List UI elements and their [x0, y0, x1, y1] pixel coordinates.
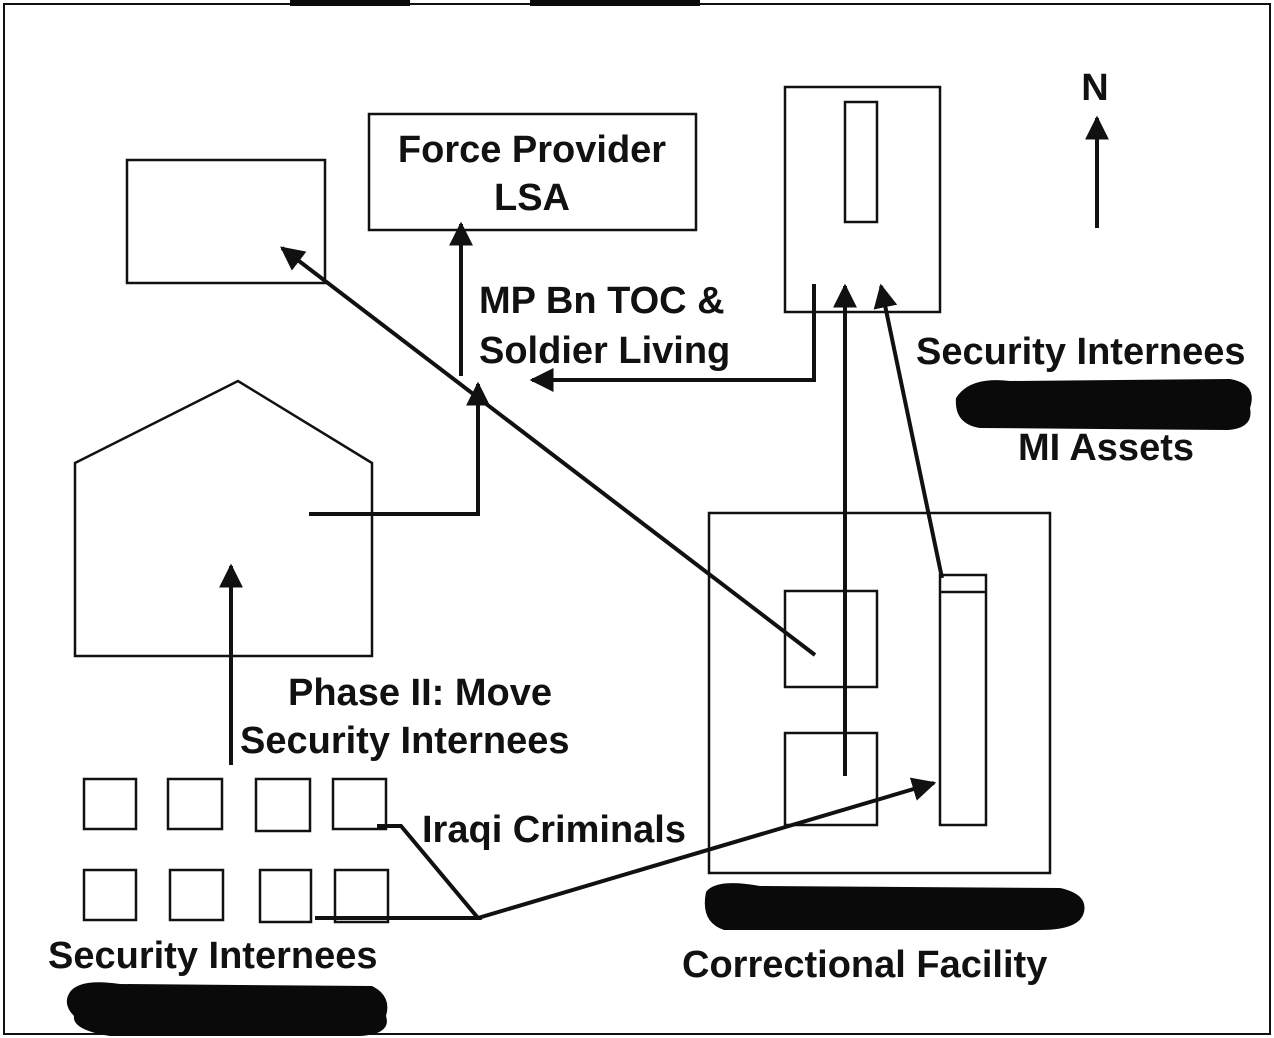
north-label: N: [1081, 67, 1108, 109]
camp-tent: [82, 777, 138, 831]
security-internees-ne-label: Security Internees: [916, 331, 1245, 373]
mi-assets-label: MI Assets: [1018, 427, 1194, 469]
redaction-ne: [955, 379, 1252, 430]
correctional-facility-label: Correctional Facility: [682, 944, 1047, 986]
force-provider-lsa-box: [367, 112, 698, 232]
mp-bn-toc-label: MP Bn TOC &: [479, 280, 725, 322]
camp-tent: [258, 868, 313, 924]
facility-long-building: [938, 573, 988, 827]
facility-cell-block-upper: [783, 589, 879, 689]
camp-tent: [333, 868, 390, 924]
top-redaction-left: [290, 0, 410, 6]
facility-cell-block-lower: [783, 731, 879, 827]
camp-tent: [82, 868, 138, 922]
phase2-label: Phase II: Move: [288, 672, 552, 714]
soldier-living-label: Soldier Living: [479, 330, 730, 372]
route-criminals-to-facility: [477, 777, 937, 920]
iraqi-criminals-label: Iraqi Criminals: [422, 809, 686, 851]
route-house-to-toc: [309, 381, 490, 516]
security-internees-sw-label: Security Internees: [48, 935, 377, 977]
redaction-sw: [66, 982, 388, 1036]
route-facility-to-nw-building: [280, 246, 817, 657]
house-shaped-building: [73, 379, 374, 658]
route-ne-compound-to-toc: [529, 284, 816, 392]
camp-tent: [166, 777, 224, 831]
security-internees-camp: [82, 777, 390, 924]
security-internees-compound: [783, 85, 942, 314]
camp-tent: [168, 868, 225, 922]
phase2-internees-label: Security Internees: [240, 720, 569, 762]
camp-tent: [331, 777, 388, 831]
route-camp-connector: [315, 824, 483, 920]
route-long-building-to-ne-compound: [873, 283, 944, 579]
top-redaction-right: [530, 0, 700, 6]
correctional-facility-compound: [707, 511, 1052, 875]
lsa-label: LSA: [494, 177, 570, 219]
northwest-building: [125, 158, 327, 285]
camp-tent: [254, 777, 312, 833]
mi-assets-building: [843, 100, 879, 224]
force-provider-label: Force Provider: [398, 129, 666, 171]
redaction-facility: [704, 883, 1085, 930]
